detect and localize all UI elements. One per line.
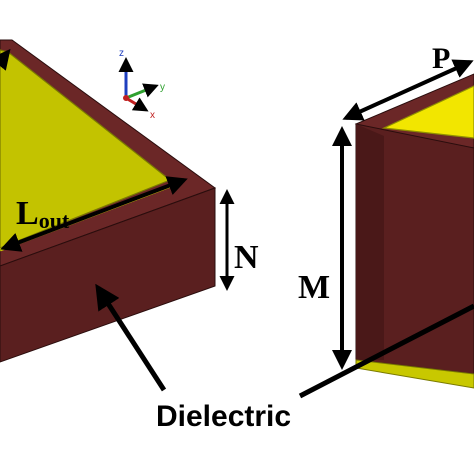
dielectric-label: Dielectric [156, 400, 291, 433]
axis-z-label: z [119, 48, 124, 59]
coordinate-axes-icon: z y x [118, 48, 165, 121]
right-unit-cell [354, 73, 474, 389]
m-label: M [298, 269, 330, 306]
axis-x-label: x [150, 110, 155, 121]
p-arrow [342, 59, 474, 121]
left-top-arrow [0, 48, 11, 71]
n-label: N [234, 239, 259, 276]
l-out-arrow [0, 176, 188, 252]
l-out-label: Lout [16, 195, 70, 233]
p-label: P [432, 42, 450, 75]
right-dielectric-side [356, 124, 384, 360]
dielectric-pointer-left [95, 283, 167, 392]
axis-y-label: y [160, 82, 165, 93]
dielectric-pointer-right [298, 303, 474, 399]
